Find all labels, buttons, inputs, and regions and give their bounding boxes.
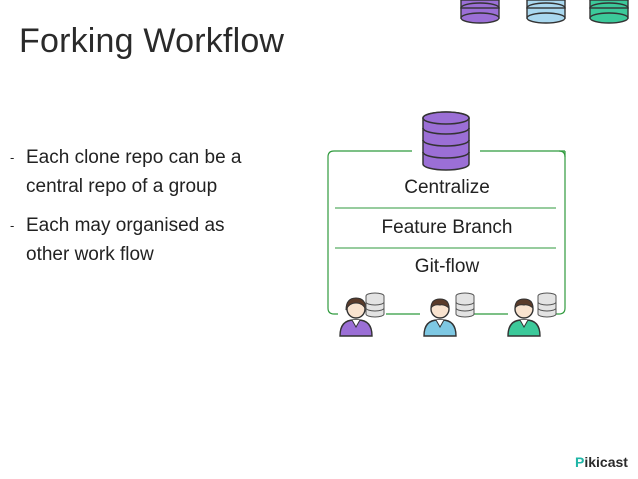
group-box bbox=[327, 150, 566, 315]
workflow-label: Centralize bbox=[404, 177, 490, 198]
bullet-marker: - bbox=[10, 150, 15, 165]
local-repo-database-icon bbox=[455, 292, 475, 318]
logo-accent: P bbox=[575, 454, 585, 470]
bullet-line: Each may organised as bbox=[26, 215, 225, 236]
workflow-label: Git-flow bbox=[414, 256, 480, 277]
logo-text: ikicast bbox=[584, 454, 628, 470]
bullet-marker: - bbox=[10, 218, 15, 233]
top-repo-green-icon bbox=[589, 0, 629, 24]
bullet-item: - Each clone repo can be a central repo … bbox=[10, 143, 310, 201]
user-green-icon bbox=[507, 298, 541, 337]
brand-logo: Pikicast bbox=[575, 454, 628, 470]
central-repo-database-icon bbox=[422, 111, 470, 171]
bullet-line: other work flow bbox=[26, 244, 154, 265]
local-repo-database-icon bbox=[537, 292, 557, 318]
user-blue-icon bbox=[423, 298, 457, 337]
local-repo-database-icon bbox=[365, 292, 385, 318]
bullet-line: Each clone repo can be a bbox=[26, 147, 242, 168]
top-repo-blue-icon bbox=[526, 0, 566, 24]
workflow-label: Feature Branch bbox=[381, 217, 513, 238]
bullet-list: - Each clone repo can be a central repo … bbox=[10, 143, 310, 279]
bullet-line: central repo of a group bbox=[26, 176, 218, 197]
bullet-item: - Each may organised as other work flow bbox=[10, 211, 310, 269]
top-repo-purple-icon bbox=[460, 0, 500, 24]
slide-title: Forking Workflow bbox=[19, 22, 285, 60]
user-purple-icon bbox=[339, 297, 373, 337]
